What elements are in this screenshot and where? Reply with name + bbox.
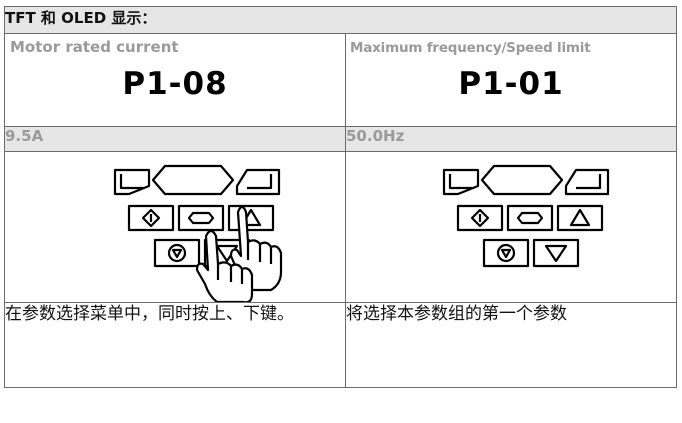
left-bracket-glyph [119,174,143,190]
right-bracket-glyph [576,174,602,190]
right-description: 将选择本参数组的第一个参数 [344,302,678,388]
lower-hand-icon [195,229,254,302]
display-icon [480,164,564,196]
stop-icon [516,211,544,225]
right-keypad-cell [344,151,678,303]
down-arrow-icon [544,244,568,263]
stop-circle-glyph [171,248,183,259]
left-subtitle: Motor rated current [10,38,179,56]
title-row: Motor rated current P1-08 Maximum freque… [4,33,678,127]
right-bracket-icon [235,168,281,196]
right-subtitle: Maximum frequency/Speed limit [350,40,591,56]
left-bracket-glyph [448,174,472,190]
description-row: 在参数选择菜单中，同时按上、下键。 将选择本参数组的第一个参数 [4,302,678,388]
left-title-cell: Motor rated current P1-08 [4,33,346,127]
table-header-row: TFT 和 OLED 显示： [3,6,678,34]
right-bracket-icon [564,168,610,196]
parameter-table: TFT 和 OLED 显示： Motor rated current P1-08… [3,6,678,388]
keypad-illustration [442,164,610,268]
left-description: 在参数选择菜单中，同时按上、下键。 [4,302,346,388]
right-value: 50.0Hz [344,126,678,152]
value-row: 9.5A 50.0Hz [4,126,678,152]
keypad-keys [442,164,610,268]
left-value: 9.5A [4,126,346,152]
display-icon [151,164,235,196]
keypad-with-hands-illustration [113,164,283,302]
right-title-cell: Maximum frequency/Speed limit P1-01 [344,33,678,127]
left-parameter-code: P1-08 [122,66,228,102]
lower-hand-fingers [216,264,244,284]
keypad-row [4,151,678,303]
up-arrow-icon [569,208,591,227]
table-header: TFT 和 OLED 显示： [3,6,678,34]
left-keypad-cell [4,151,346,303]
pointing-hand-icon [195,205,283,302]
stop-icon [187,211,215,225]
right-parameter-code: P1-01 [458,66,564,102]
right-bracket-glyph [247,174,273,190]
upper-hand-fingers [246,242,273,264]
stop-circle-glyph [500,248,512,259]
